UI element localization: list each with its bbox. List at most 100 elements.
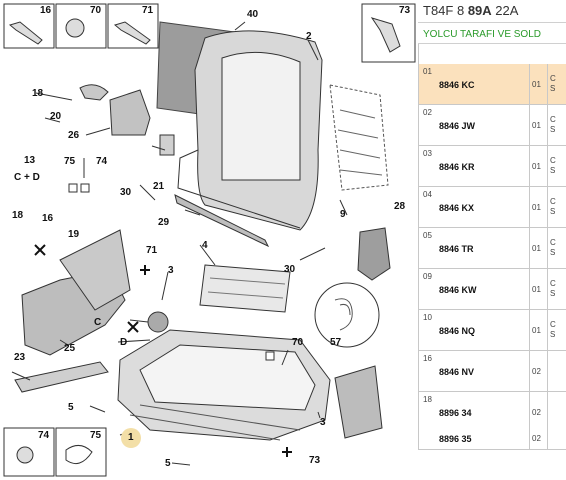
- diagram-code-header: T84F 8 89A 22A: [418, 0, 566, 22]
- part-reference[interactable]: 8846 TR: [439, 244, 474, 254]
- callout-16[interactable]: 16: [40, 5, 52, 16]
- callout-74[interactable]: 74: [96, 156, 108, 167]
- part-reference[interactable]: 8846 KC: [439, 80, 475, 90]
- callout-30-left[interactable]: 30: [120, 187, 132, 198]
- code-prefix: T84F 8: [423, 3, 465, 18]
- diagram-subtitle: YOLCU TARAFI VE SOLD: [418, 22, 566, 44]
- part-row[interactable]: 18 8896 34 02 8896 35 02: [418, 392, 566, 450]
- spring-mat-part: [329, 84, 389, 191]
- part-quantity: 02: [532, 367, 541, 376]
- part-reference[interactable]: 8896 35: [439, 434, 472, 444]
- callout-57[interactable]: 57: [330, 337, 342, 348]
- callout-20[interactable]: 20: [50, 111, 62, 122]
- callout-C[interactable]: C: [94, 317, 102, 328]
- diagram-drawing: [3, 3, 416, 477]
- part-index: 10: [423, 313, 432, 322]
- callout-40[interactable]: 40: [247, 9, 259, 20]
- callout-73-b[interactable]: 73: [309, 455, 321, 466]
- part-quantity: 01: [532, 285, 541, 294]
- part-index: 05: [423, 231, 432, 240]
- part-index: 09: [423, 272, 432, 281]
- part-index: 18: [423, 395, 432, 404]
- callout-70-b[interactable]: 70: [292, 337, 304, 348]
- side-cover-part: [357, 227, 391, 281]
- callout-16-b[interactable]: 16: [42, 213, 54, 224]
- part-reference[interactable]: 8846 KX: [439, 203, 475, 213]
- callout-73[interactable]: 73: [399, 5, 411, 16]
- trim-strip-part: [14, 361, 109, 393]
- part-reference[interactable]: 8846 KW: [439, 285, 477, 295]
- parts-list-panel: T84F 8 89A 22A YOLCU TARAFI VE SOLD 01 88…: [418, 0, 566, 480]
- callout-23[interactable]: 23: [14, 352, 26, 363]
- part-index: 01: [423, 67, 432, 76]
- callout-75-b[interactable]: 75: [90, 430, 102, 441]
- callout-13[interactable]: 13: [24, 155, 36, 166]
- rear-cover-part: [334, 365, 383, 439]
- callout-71[interactable]: 71: [142, 5, 154, 16]
- callout-29[interactable]: 29: [158, 217, 170, 228]
- callout-21[interactable]: 21: [153, 181, 165, 192]
- highlight-marker: [121, 428, 141, 448]
- part-reference[interactable]: 8846 KR: [439, 162, 475, 172]
- callout-3-b[interactable]: 3: [320, 417, 326, 428]
- part-quantity: 01: [532, 203, 541, 212]
- callout-75[interactable]: 75: [64, 156, 76, 167]
- callout-18[interactable]: 18: [32, 88, 44, 99]
- callout-2[interactable]: 2: [306, 31, 312, 42]
- torsion-tube-part: [174, 194, 270, 248]
- callout-30-right[interactable]: 30: [284, 264, 296, 275]
- callout-18-b[interactable]: 18: [12, 210, 24, 221]
- part-index: 04: [423, 190, 432, 199]
- part-reference[interactable]: 8896 34: [439, 408, 472, 418]
- inset-box-74: [3, 427, 55, 477]
- code-suffix: 22A: [495, 3, 519, 18]
- part-reference[interactable]: 8846 NV: [439, 367, 475, 377]
- callout-28[interactable]: 28: [394, 201, 406, 212]
- part-quantity: 02: [532, 434, 541, 443]
- part-quantity: 01: [532, 326, 541, 335]
- part-quantity: 01: [532, 121, 541, 130]
- callout-70[interactable]: 70: [90, 5, 102, 16]
- callout-71-b[interactable]: 71: [146, 245, 158, 256]
- spring-detail-circle: [314, 282, 380, 348]
- part-quantity: 02: [532, 408, 541, 417]
- callout-9[interactable]: 9: [340, 209, 346, 220]
- callout-26[interactable]: 26: [68, 130, 80, 141]
- lever-cover-part: [109, 89, 151, 136]
- callout-5-b[interactable]: 5: [165, 458, 171, 469]
- callout-D[interactable]: D: [120, 337, 128, 348]
- part-index: 02: [423, 108, 432, 117]
- callout-19[interactable]: 19: [68, 229, 80, 240]
- part-quantity: 01: [532, 80, 541, 89]
- part-reference[interactable]: 8846 JW: [439, 121, 476, 131]
- callout-3[interactable]: 3: [168, 265, 174, 276]
- part-index: 16: [423, 354, 432, 363]
- callout-25[interactable]: 25: [64, 343, 76, 354]
- callout-1[interactable]: 1: [128, 432, 134, 443]
- part-row[interactable]: 16 8846 NV 02: [418, 351, 566, 392]
- callout-74-b[interactable]: 74: [38, 430, 50, 441]
- seat-spring-mat-part: [199, 264, 291, 313]
- callout-4[interactable]: 4: [202, 240, 208, 251]
- recliner-motor-part: [147, 311, 169, 333]
- exploded-parts-diagram: 16 70 71 73 40 2 18 20 26 13 C + D 75 74…: [3, 3, 416, 477]
- part-reference[interactable]: 8846 NQ: [439, 326, 476, 336]
- callout-13-sub: C + D: [14, 172, 40, 183]
- callout-5-a[interactable]: 5: [68, 402, 74, 413]
- part-quantity: 01: [532, 162, 541, 171]
